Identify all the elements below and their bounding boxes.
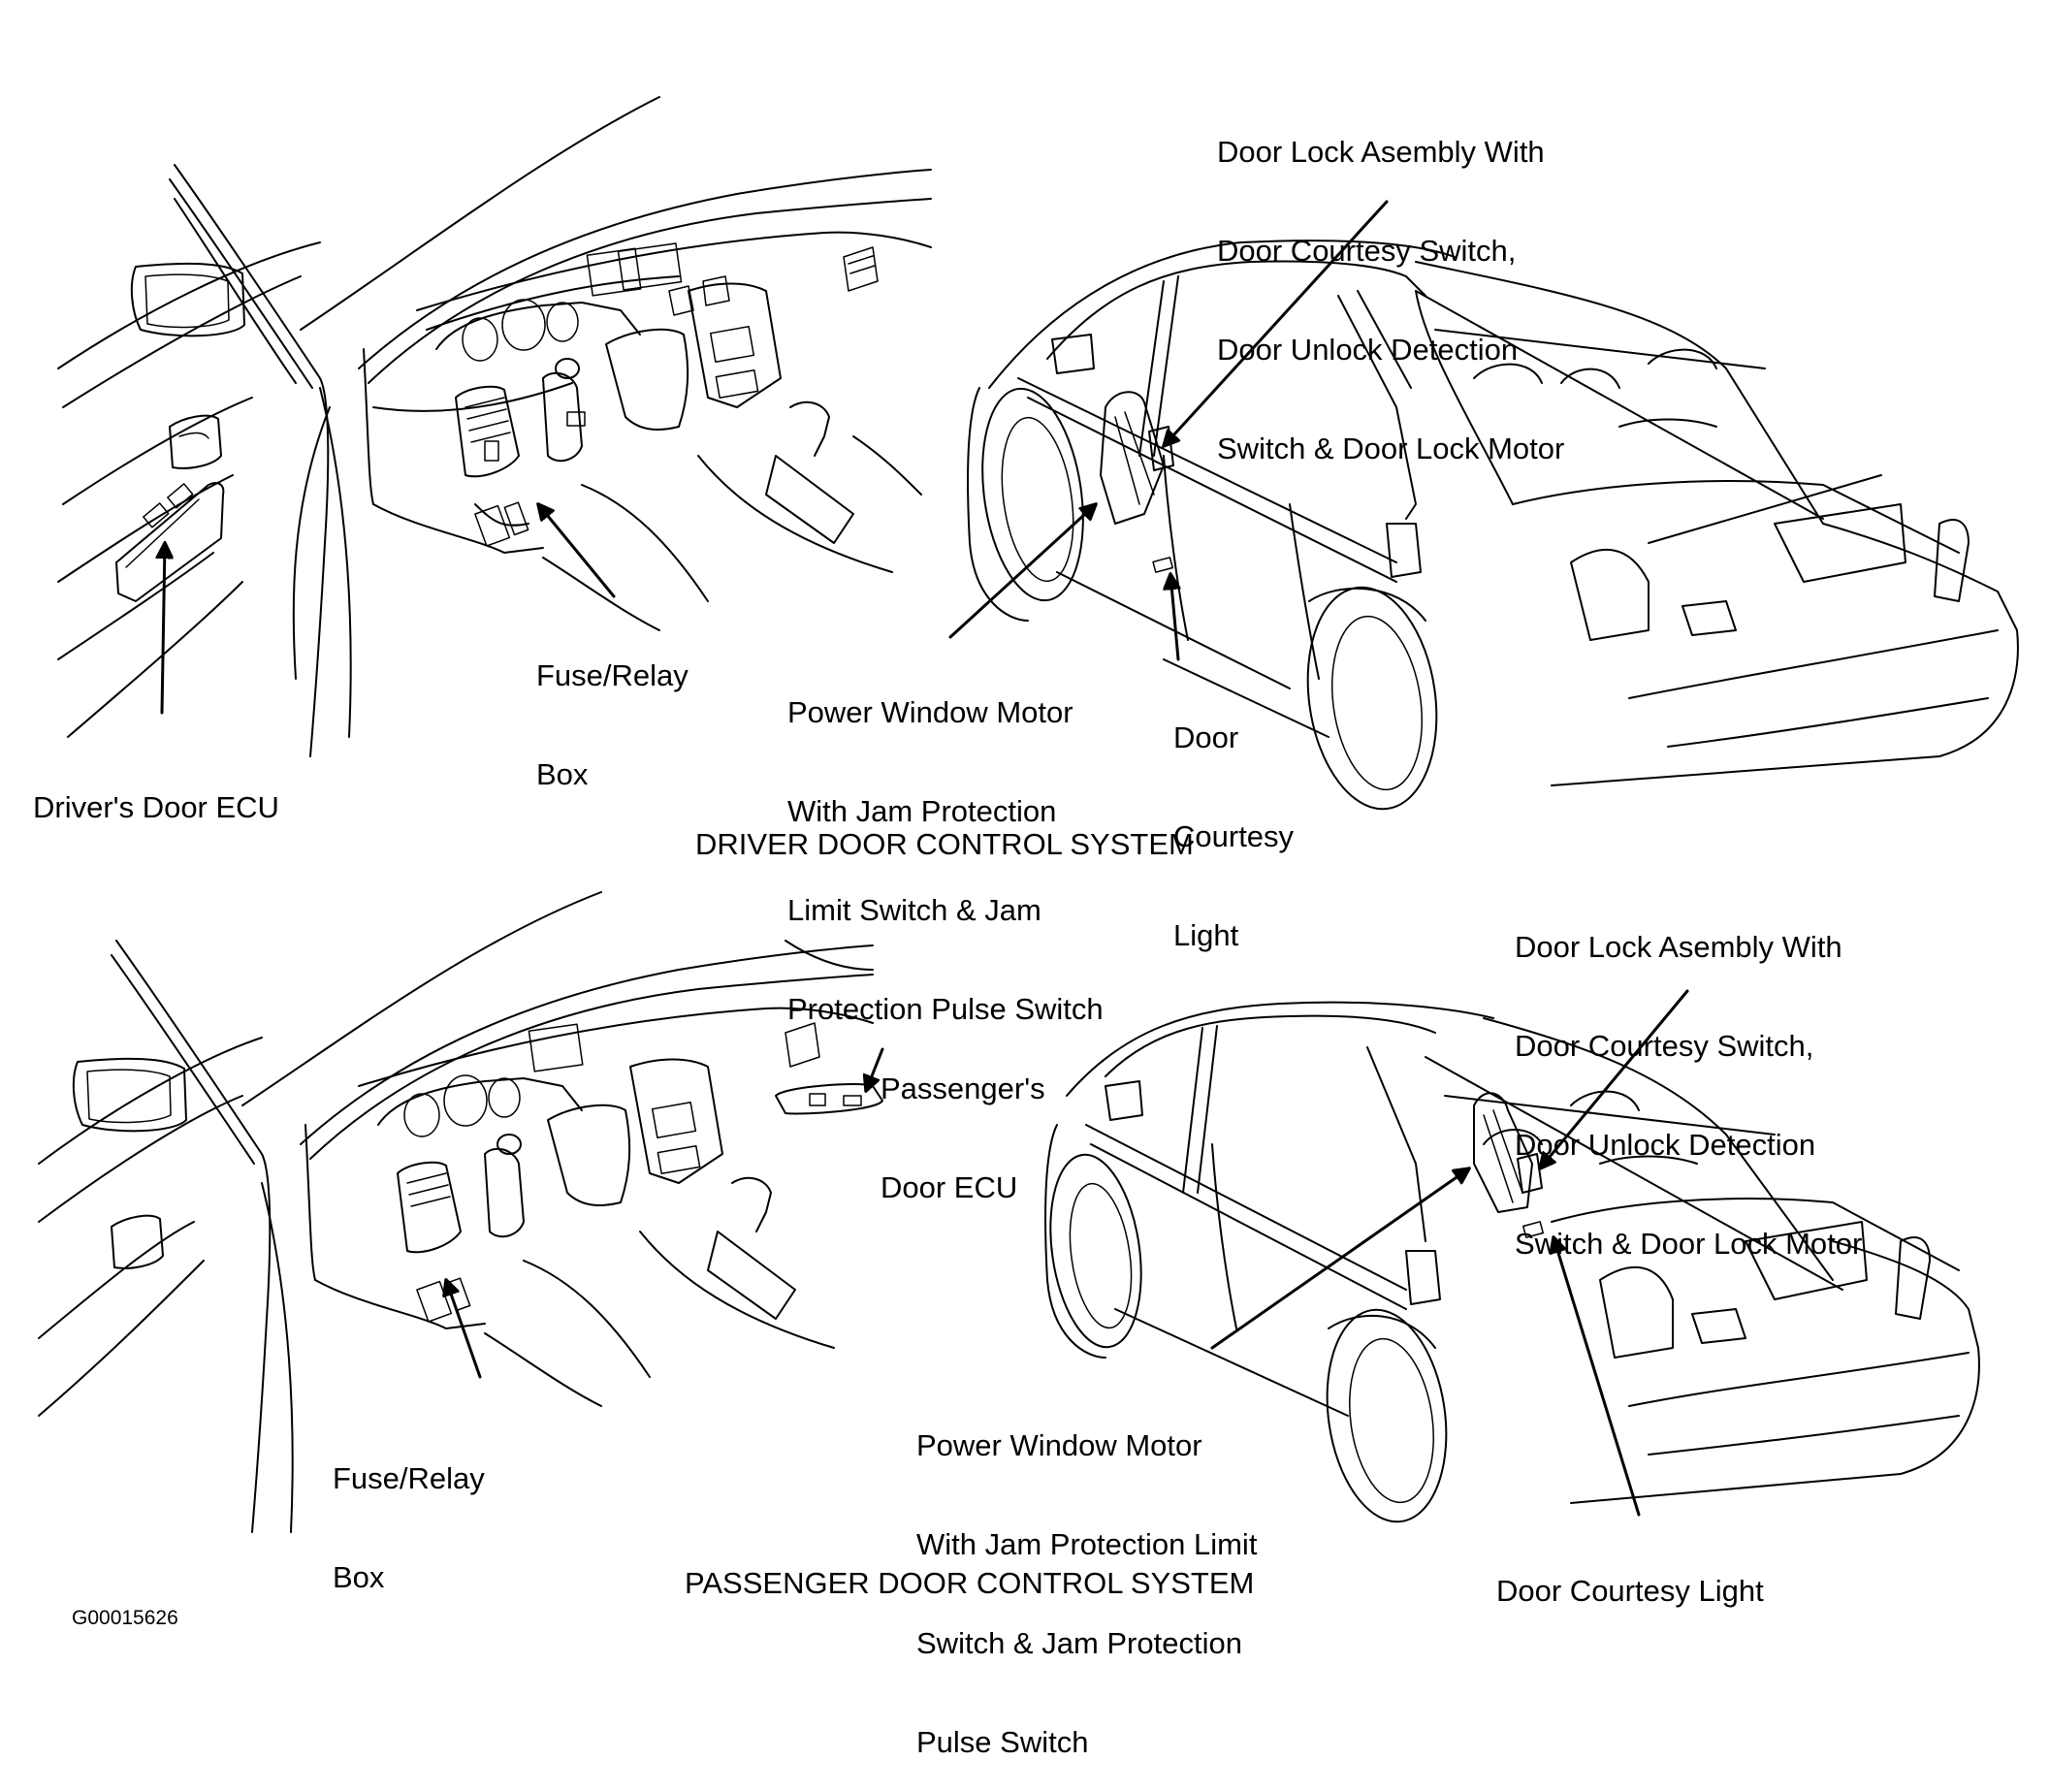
side-mirror — [130, 262, 245, 337]
label-door-lock-assembly-passenger: Door Lock Asembly With Door Courtesy Swi… — [1515, 865, 1862, 1294]
label-line: Fuse/Relay — [536, 658, 689, 692]
label-line: Door Courtesy Switch, — [1217, 234, 1517, 268]
driver-interior-illustration — [57, 96, 932, 757]
passenger-car-illustration — [1044, 1001, 1980, 1523]
passenger-door-lock-motor — [1517, 1153, 1543, 1194]
passengers-door-ecu-switch — [775, 1083, 883, 1115]
label-line: Door Lock Asembly With — [1217, 135, 1545, 169]
label-door-courtesy-light-passenger: Door Courtesy Light — [1496, 1509, 1764, 1641]
label-fuse-relay-box-passenger: Fuse/Relay Box — [333, 1396, 485, 1627]
label-line: Door Unlock Detection — [1515, 1128, 1816, 1162]
caption-driver-door-control-system: DRIVER DOOR CONTROL SYSTEM — [695, 827, 1194, 861]
passenger-window-regulator — [1473, 1092, 1533, 1213]
door-lock-leader-passenger — [1540, 989, 1689, 1168]
label-fuse-relay-box-driver: Fuse/Relay Box — [536, 593, 689, 824]
door-lock-leader-driver — [1164, 200, 1389, 446]
door-courtesy-light-icon — [1152, 557, 1173, 573]
power-window-leader-passenger — [1210, 1168, 1469, 1350]
drivers-door-ecu-leader — [162, 543, 165, 715]
fuse-relay-box-leader-passenger — [446, 1280, 482, 1379]
door-lock-motor — [1148, 426, 1174, 471]
label-line: With Jam Protection Limit — [916, 1527, 1258, 1561]
label-line: Driver's Door ECU — [33, 790, 279, 824]
figure-id: G00015626 — [72, 1607, 178, 1629]
label-line: Door Lock Asembly With — [1515, 930, 1842, 964]
power-window-leader-driver — [948, 504, 1096, 639]
label-line: Box — [536, 757, 589, 791]
label-door-courtesy-light-driver: Door Courtesy Light — [1173, 656, 1294, 985]
label-line: Box — [333, 1560, 385, 1594]
label-line: Light — [1173, 918, 1239, 952]
label-power-window-motor-driver: Power Window Motor With Jam Protection L… — [787, 630, 1104, 1059]
passengers-door-ecu-leader — [866, 1047, 884, 1091]
passenger-ecu-button — [809, 1093, 826, 1106]
door-courtesy-light-leader-passenger — [1554, 1237, 1641, 1517]
label-door-lock-assembly-driver: Door Lock Asembly With Door Courtesy Swi… — [1217, 70, 1564, 498]
label-line: Switch & Door Lock Motor — [1217, 432, 1565, 465]
label-line: Door Courtesy Switch, — [1515, 1029, 1814, 1063]
label-line: Door ECU — [881, 1170, 1018, 1204]
label-line: Passenger's — [881, 1072, 1045, 1105]
diagram-artwork — [38, 96, 2019, 1533]
label-line: Power Window Motor — [916, 1428, 1202, 1462]
door-courtesy-light-leader-driver — [1170, 574, 1178, 661]
caption-passenger-door-control-system: PASSENGER DOOR CONTROL SYSTEM — [685, 1566, 1255, 1600]
label-line: Door — [1173, 720, 1239, 754]
window-regulator — [1100, 391, 1165, 525]
label-line: Protection Pulse Switch — [787, 992, 1104, 1026]
driver-car-illustration — [967, 240, 2019, 811]
label-line: Limit Switch & Jam — [787, 893, 1041, 927]
label-passengers-door-ecu: Passenger's Door ECU — [881, 1007, 1045, 1237]
passenger-door-courtesy-light-icon — [1522, 1221, 1544, 1238]
label-line: Pulse Switch — [916, 1725, 1089, 1759]
fuse-relay-box-leader-driver — [538, 504, 616, 598]
label-line: Fuse/Relay — [333, 1461, 485, 1495]
drivers-door-ecu-switch — [115, 482, 225, 602]
label-drivers-door-ecu: Driver's Door ECU — [33, 725, 279, 857]
label-line: Switch & Door Lock Motor — [1515, 1227, 1863, 1261]
passenger-ecu-button — [843, 1095, 862, 1106]
label-line: Door Unlock Detection — [1217, 333, 1519, 367]
label-line: Power Window Motor — [787, 695, 1073, 729]
label-line: Courtesy — [1173, 819, 1295, 853]
label-line: With Jam Protection — [787, 794, 1057, 828]
label-line: Switch & Jam Protection — [916, 1626, 1242, 1660]
label-line: Door Courtesy Light — [1496, 1574, 1764, 1608]
